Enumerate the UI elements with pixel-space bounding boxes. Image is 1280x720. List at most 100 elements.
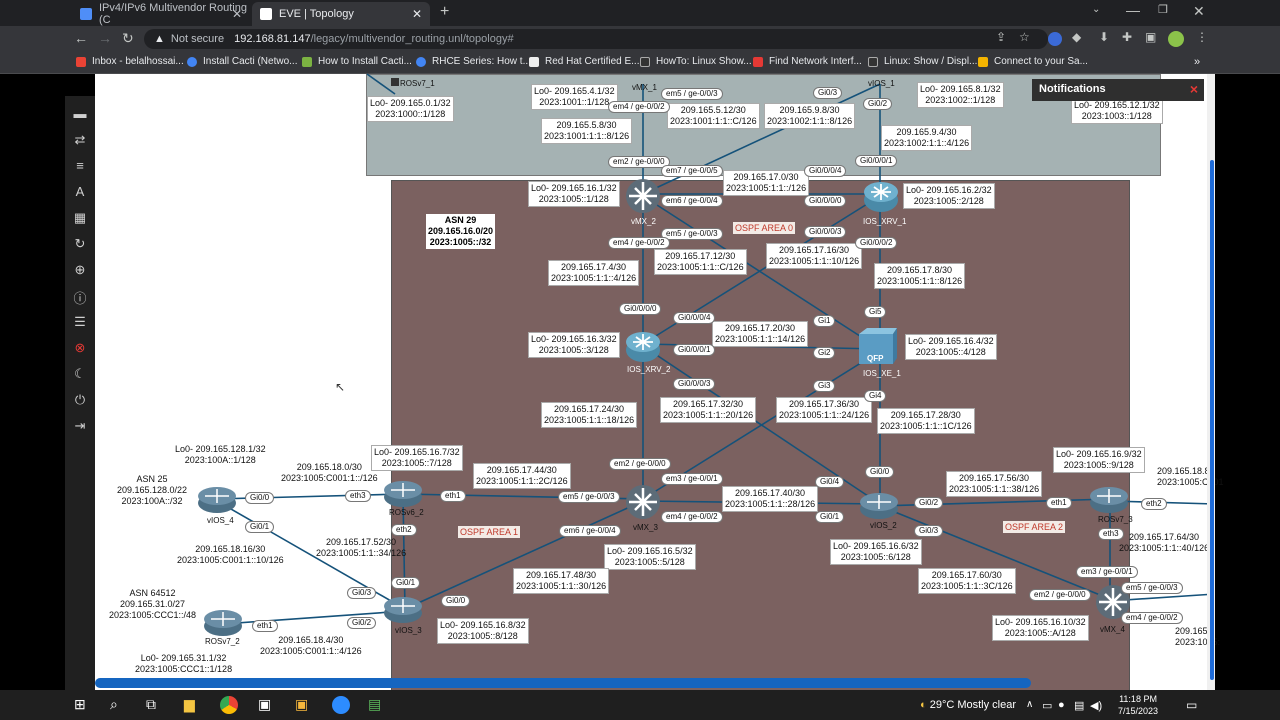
rosv7-3-router-icon[interactable]: [1089, 484, 1129, 514]
tray-up-icon[interactable]: ∧: [1026, 699, 1034, 710]
network-icon[interactable]: ▤: [1074, 700, 1085, 712]
zoom-icon[interactable]: ⊕: [74, 262, 86, 277]
task-view-icon[interactable]: ⧉: [146, 696, 156, 712]
volume-icon[interactable]: ◀): [1090, 700, 1103, 712]
node-name[interactable]: vMX_1: [632, 83, 657, 92]
port-label: em2 / ge-0/0/0: [608, 156, 670, 168]
restore-button[interactable]: ❐: [1158, 4, 1168, 16]
rosv7-2-router-icon[interactable]: [203, 607, 243, 637]
menu-icon[interactable]: ⋮: [1196, 30, 1208, 44]
vios-3-router-icon[interactable]: [383, 594, 423, 624]
node-name[interactable]: ROSv6_2: [389, 508, 424, 517]
node-name[interactable]: vMX_2: [631, 217, 656, 226]
node-name[interactable]: ROSv7_1: [400, 79, 435, 88]
notification-center-icon[interactable]: ▭: [1186, 698, 1198, 712]
tab-search-icon[interactable]: ⌄: [1092, 4, 1101, 15]
port-label: Gi0/1: [245, 521, 275, 533]
transfer-icon[interactable]: ⇄: [74, 132, 86, 147]
stop-icon[interactable]: ⊗: [74, 340, 86, 355]
more-bookmarks-icon[interactable]: »: [1194, 56, 1201, 68]
vmx-4-router-icon[interactable]: [1095, 584, 1131, 620]
vmx-3-router-icon[interactable]: [625, 484, 661, 520]
horizontal-scrollbar[interactable]: [95, 678, 1031, 688]
ios-xe-1-router-icon[interactable]: [857, 326, 897, 366]
notepad-icon[interactable]: ▤: [368, 696, 382, 712]
rosv6-2-router-icon[interactable]: [383, 478, 423, 508]
close-tab-icon[interactable]: ✕: [231, 7, 242, 21]
vmx-2-router-icon[interactable]: [625, 178, 661, 214]
bookmark-item[interactable]: Install Cacti (Netwo...: [187, 56, 297, 67]
extension-z-icon[interactable]: [1048, 32, 1062, 46]
extension-icon[interactable]: ◆: [1072, 30, 1082, 44]
new-tab-button[interactable]: +: [440, 3, 450, 20]
bookmark-item[interactable]: Inbox - belalhossai...: [76, 56, 184, 67]
minimize-button[interactable]: —: [1126, 2, 1140, 18]
topology-canvas[interactable]: QFP ROSv7_1 vMX_1 vIOS_1 vMX_2 IOS_XRV_1…: [95, 73, 1224, 720]
bookmark-item[interactable]: Linux: Show / Displ...: [868, 56, 977, 67]
url-field[interactable]: ▲ Not secure 192.168.81.147 /legacy/mult…: [144, 29, 1048, 49]
ios-xrv-2-router-icon[interactable]: [625, 328, 661, 364]
mic-icon[interactable]: ●: [1058, 699, 1065, 711]
bookmark-item[interactable]: RHCE Series: How t...: [416, 56, 531, 67]
bookmark-item[interactable]: Find Network Interf...: [753, 56, 862, 67]
close-tab-icon[interactable]: ✕: [411, 7, 422, 21]
node-name[interactable]: IOS_XE_1: [863, 369, 901, 378]
bookmark-item[interactable]: HowTo: Linux Show...: [640, 56, 752, 67]
add-object-icon[interactable]: ▬: [73, 106, 87, 121]
share-icon[interactable]: ⇪: [996, 30, 1007, 44]
ios-xrv-1-router-icon[interactable]: [863, 178, 899, 214]
node-name[interactable]: vIOS_2: [870, 521, 897, 530]
logout-icon[interactable]: ⇥: [74, 418, 86, 433]
tab-multivendor-routing[interactable]: IPv4/IPv6 Multivendor Routing (C ✕: [72, 2, 250, 26]
port-label: Gi0/0/0/0: [619, 303, 662, 315]
close-notifications-icon[interactable]: ×: [1189, 81, 1198, 97]
puzzle-icon[interactable]: ✚: [1122, 30, 1133, 44]
node-name[interactable]: ROSv7_2: [205, 637, 240, 646]
text-icon[interactable]: A: [75, 184, 85, 199]
power-icon[interactable]: ⏻: [74, 392, 86, 407]
zoom-icon[interactable]: [332, 696, 350, 714]
profile-avatar[interactable]: [1168, 31, 1184, 47]
node-name[interactable]: vIOS_4: [207, 516, 234, 525]
chrome-icon[interactable]: [220, 696, 238, 714]
node-name[interactable]: vIOS_1: [868, 79, 895, 88]
notifications-panel[interactable]: Notifications ×: [1032, 79, 1204, 101]
bookmark-item[interactable]: Red Hat Certified E...: [529, 56, 639, 67]
refresh-icon[interactable]: ↻: [74, 236, 86, 251]
bookmark-item[interactable]: Connect to your Sa...: [978, 56, 1088, 67]
vios-4-router-icon[interactable]: [197, 484, 237, 514]
node-name[interactable]: IOS_XRV_2: [627, 365, 671, 374]
info-icon[interactable]: ⓘ: [73, 291, 87, 306]
back-icon[interactable]: ←: [74, 30, 88, 46]
grid-icon[interactable]: ▦: [73, 210, 87, 225]
forward-icon[interactable]: →: [98, 30, 112, 46]
download-icon[interactable]: ⬇: [1099, 30, 1110, 44]
node-name[interactable]: vMX_3: [633, 523, 658, 532]
vmware-icon[interactable]: ▣: [295, 696, 309, 712]
notes-icon[interactable]: ☰: [74, 314, 86, 329]
rosv7-1-router-icon[interactable]: [389, 74, 403, 88]
side-panel-icon[interactable]: ▣: [1145, 30, 1157, 44]
vertical-scrollbar[interactable]: [1210, 160, 1214, 680]
bookmark-item[interactable]: How to Install Cacti...: [302, 56, 412, 67]
tray-icon[interactable]: ▭: [1042, 700, 1053, 712]
weather-widget[interactable]: ◐ 29°C Mostly clear: [920, 699, 1017, 711]
close-window-button[interactable]: ✕: [1193, 3, 1205, 19]
search-icon[interactable]: ⌕: [110, 696, 118, 712]
app-icon[interactable]: ▣: [258, 696, 272, 712]
moon-icon[interactable]: ☾: [74, 366, 86, 381]
node-name[interactable]: IOS_XRV_1: [863, 217, 907, 226]
vios-2-router-icon[interactable]: [859, 490, 899, 520]
node-name[interactable]: ROSv7_3: [1098, 515, 1133, 524]
windows-start-icon[interactable]: ⊞: [74, 696, 86, 712]
tab-eve-topology[interactable]: EVE | Topology ✕: [252, 2, 430, 26]
bookmark-star-icon[interactable]: ☆: [1019, 30, 1030, 44]
reload-icon[interactable]: ↻: [122, 30, 134, 46]
node-name[interactable]: vMX_4: [1100, 625, 1125, 634]
file-explorer-icon[interactable]: ▆: [184, 696, 195, 712]
list-icon[interactable]: ≡: [76, 158, 84, 173]
node-name[interactable]: vIOS_3: [395, 626, 422, 635]
